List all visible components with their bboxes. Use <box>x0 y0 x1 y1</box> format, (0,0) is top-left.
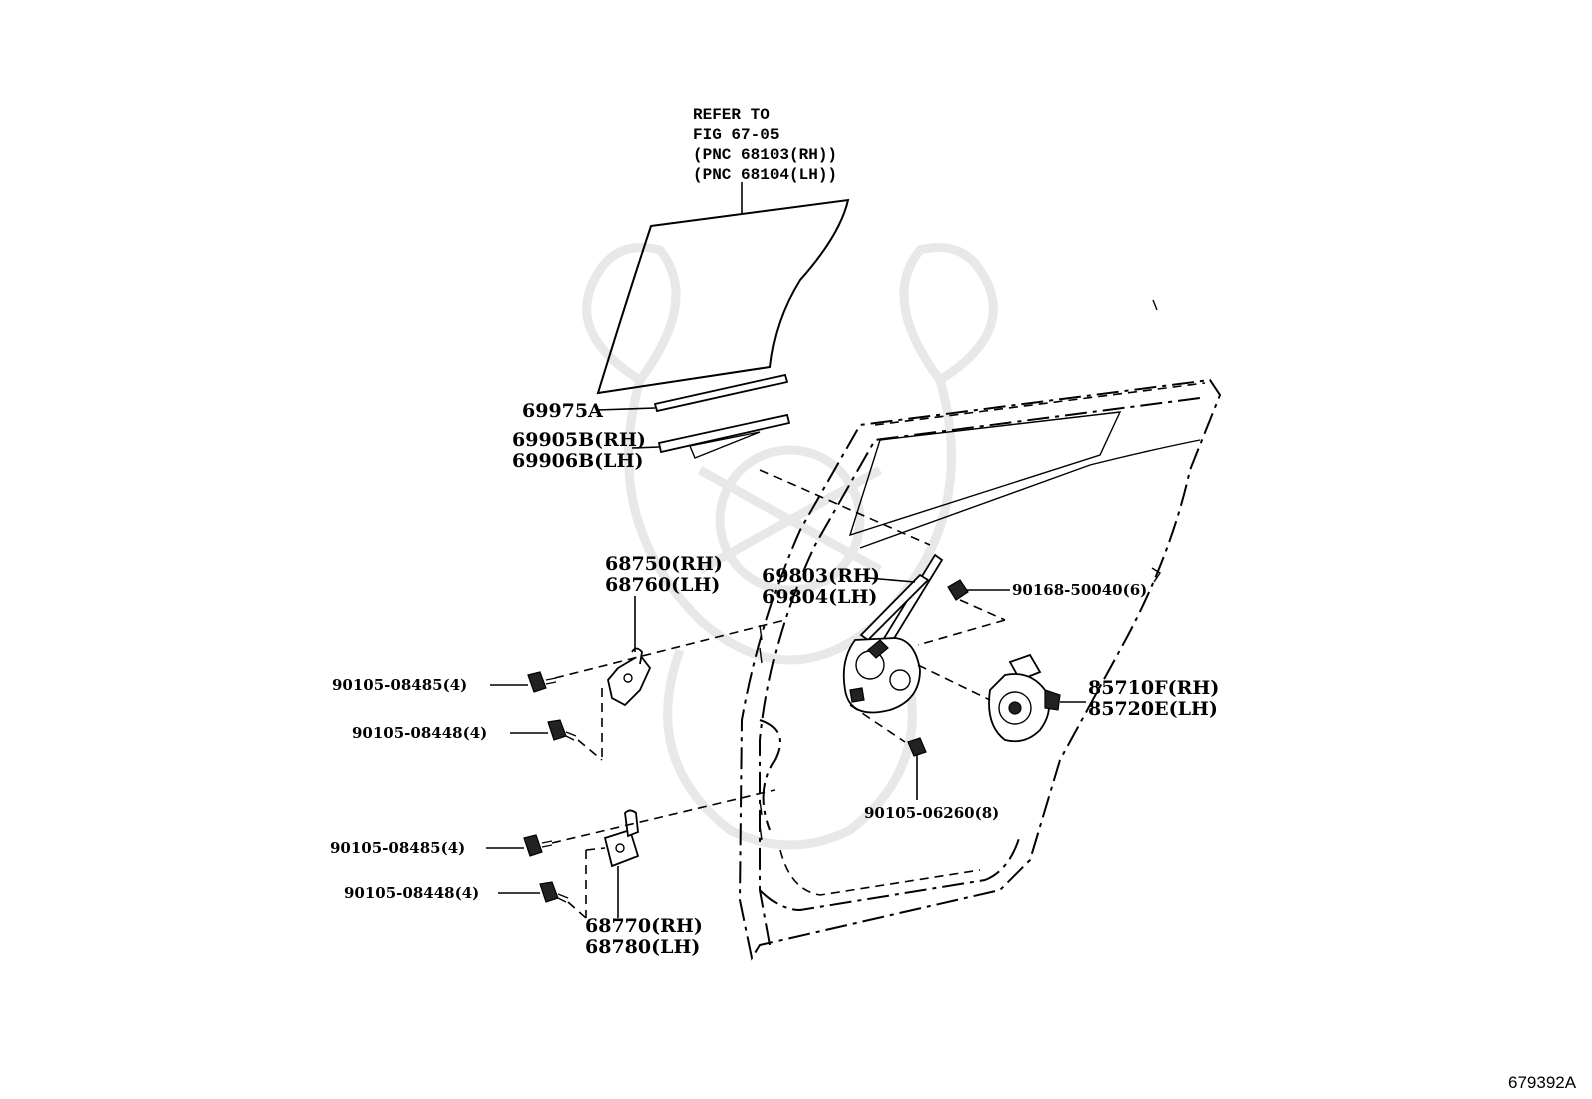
window-regulator <box>842 553 944 714</box>
bolt-90105-06260 <box>849 704 927 800</box>
bolt-90105-08485-lower <box>486 834 553 857</box>
label-69803: 69803(RH) <box>762 565 880 587</box>
refer-note-line2: FIG 67-05 <box>693 126 779 144</box>
label-90105-08448-lower: 90105-08448(4) <box>344 884 479 902</box>
label-69906B: 69906B(LH) <box>512 450 643 472</box>
label-68750: 68750(RH) <box>605 553 723 575</box>
label-85720E: 85720E(LH) <box>1088 698 1218 720</box>
bolt-90105-08448-upper <box>510 719 603 761</box>
refer-note-line3: (PNC 68103(RH)) <box>693 146 837 164</box>
label-90105-06260: 90105-06260(8) <box>864 804 999 822</box>
label-90168-50040: 90168-50040(6) <box>1012 581 1147 599</box>
belt-weatherstrip <box>631 413 931 546</box>
label-90105-08485-upper: 90105-08485(4) <box>332 676 467 694</box>
label-68780: 68780(LH) <box>585 936 700 958</box>
watermark-emblem <box>582 243 998 850</box>
refer-note-line4: (PNC 68104(LH)) <box>693 166 837 184</box>
rear-door-frame <box>738 299 1222 961</box>
door-window-glass <box>596 182 850 395</box>
label-69975A: 69975A <box>522 400 603 422</box>
lower-door-hinge <box>551 789 776 918</box>
label-68770: 68770(RH) <box>585 915 703 937</box>
label-90105-08485-lower: 90105-08485(4) <box>330 839 465 857</box>
label-90105-08448-upper: 90105-08448(4) <box>352 724 487 742</box>
label-69905B: 69905B(RH) <box>512 429 646 451</box>
figure-id: 679392A <box>1508 1073 1577 1092</box>
bolt-90105-08448-lower <box>498 881 587 919</box>
power-window-motor <box>917 653 1086 743</box>
bolt-90168-50040 <box>917 579 1010 646</box>
upper-door-hinge <box>554 596 786 760</box>
label-68760: 68760(LH) <box>605 574 720 596</box>
bolt-90105-08485-upper <box>490 671 557 693</box>
refer-note-line1: REFER TO <box>693 106 770 124</box>
label-69804: 69804(LH) <box>762 586 877 608</box>
glass-run-channel <box>596 373 789 413</box>
label-85710F: 85710F(RH) <box>1088 677 1219 699</box>
